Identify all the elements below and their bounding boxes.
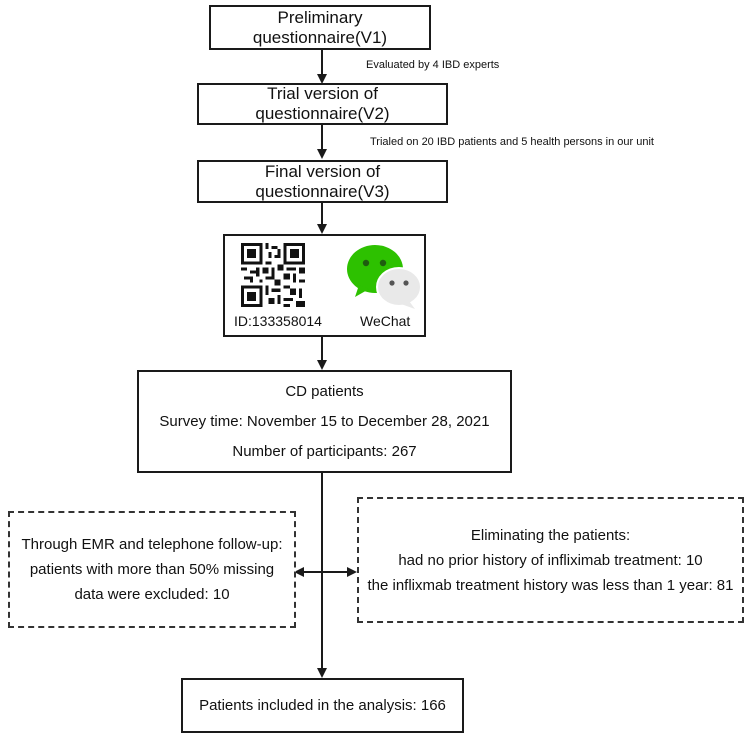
wechat-logo-icon bbox=[347, 245, 422, 309]
qr-code-icon bbox=[241, 243, 305, 307]
cd-survey-time: Survey time: November 15 to December 28,… bbox=[159, 412, 490, 430]
wechat-id-label: ID:133358014 bbox=[234, 313, 322, 329]
left-exclusion-line3: data were excluded: 10 bbox=[74, 586, 230, 603]
note-trialed: Trialed on 20 IBD patients and 5 health … bbox=[370, 136, 654, 148]
box-v1-label: Preliminary questionnaire(V1) bbox=[252, 7, 388, 47]
box-included: Patients included in the analysis: 166 bbox=[181, 678, 464, 733]
note-evaluated: Evaluated by 4 IBD experts bbox=[366, 59, 500, 71]
box-right-exclusion: Eliminating the patients: had no prior h… bbox=[357, 497, 744, 623]
box-cd-patients: CD patients Survey time: November 15 to … bbox=[137, 370, 512, 473]
box-v3-label: Final version of questionnaire(V3) bbox=[255, 161, 390, 201]
wechat-label: WeChat bbox=[360, 313, 411, 329]
cd-participants: Number of participants: 267 bbox=[232, 442, 417, 460]
box-left-exclusion: Through EMR and telephone follow-up: pat… bbox=[8, 511, 296, 628]
cd-title: CD patients bbox=[285, 382, 364, 400]
box-v2-label: Trial version of questionnaire(V2) bbox=[255, 84, 390, 123]
left-exclusion-line2: patients with more than 50% missing bbox=[29, 561, 275, 578]
left-exclusion-line1: Through EMR and telephone follow-up: bbox=[21, 536, 283, 553]
box-survey-channel: ID:133358014 WeChat bbox=[223, 234, 426, 337]
box-v1: Preliminary questionnaire(V1) bbox=[209, 5, 431, 50]
right-exclusion-line3: the inflixmab treatment history was less… bbox=[367, 576, 734, 594]
box-included-label: Patients included in the analysis: 166 bbox=[199, 697, 446, 714]
box-v3: Final version of questionnaire(V3) bbox=[197, 160, 448, 203]
right-exclusion-line2: had no prior history of infliximab treat… bbox=[398, 551, 703, 569]
box-v2: Trial version of questionnaire(V2) bbox=[197, 83, 448, 125]
right-exclusion-line1: Eliminating the patients: bbox=[470, 526, 631, 544]
